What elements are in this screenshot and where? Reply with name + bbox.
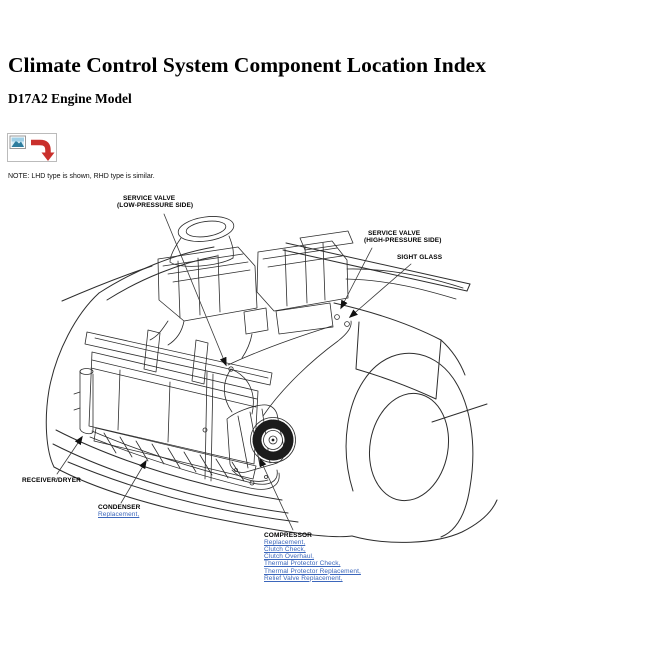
ac-pipes xyxy=(89,268,464,490)
note-text: NOTE: LHD type is shown, RHD type is sim… xyxy=(8,173,155,180)
label-line: SERVICE VALVE xyxy=(123,195,176,202)
label-compressor: COMPRESSOR Replacement, Clutch Check, Cl… xyxy=(264,532,361,582)
label-service-valve-high: SERVICE VALVE (HIGH-PRESSURE SIDE) xyxy=(364,230,441,244)
label-line: (HIGH-PRESSURE SIDE) xyxy=(364,237,442,245)
car-body-outline xyxy=(45,242,498,543)
compressor-clutch-overhaul-link[interactable]: Clutch Overhaul, xyxy=(264,553,315,561)
label-sight-glass: SIGHT GLASS xyxy=(397,254,443,261)
label-line: COMPRESSOR xyxy=(264,532,312,539)
figure-icons xyxy=(7,133,57,162)
receiver-dryer-cylinder xyxy=(73,368,94,435)
compressor-clutch-check-link[interactable]: Clutch Check, xyxy=(264,546,306,554)
figure-link-box[interactable] xyxy=(7,133,59,165)
label-line: (LOW-PRESSURE SIDE) xyxy=(117,202,194,210)
compressor-replacement-link[interactable]: Replacement, xyxy=(264,539,306,547)
leader-lines xyxy=(56,213,412,531)
label-receiver-dryer: RECEIVER/DRYER xyxy=(22,477,81,484)
label-service-valve-low: SERVICE VALVE (LOW-PRESSURE SIDE) xyxy=(117,195,193,209)
label-line: SERVICE VALVE xyxy=(368,230,421,237)
compressor-thermal-protector-check-link[interactable]: Thermal Protector Check, xyxy=(264,560,341,568)
compressor-thermal-protector-replacement-link[interactable]: Thermal Protector Replacement, xyxy=(264,567,361,575)
red-curved-arrow-icon xyxy=(31,139,55,161)
hvac-unit xyxy=(149,216,354,359)
compressor-relief-valve-replacement-link[interactable]: Relief Valve Replacement, xyxy=(264,574,343,582)
engine-model-heading: D17A2 Engine Model xyxy=(8,91,132,106)
condenser-replacement-link[interactable]: Replacement, xyxy=(98,511,140,519)
broken-image-icon xyxy=(9,135,26,149)
label-line: CONDENSER xyxy=(98,504,141,511)
compressor-unit xyxy=(226,404,296,482)
label-condenser: CONDENSER Replacement, xyxy=(98,504,140,518)
condenser-core xyxy=(93,427,257,482)
radiator-assembly xyxy=(84,329,273,465)
page-title: Climate Control System Component Locatio… xyxy=(8,53,486,77)
